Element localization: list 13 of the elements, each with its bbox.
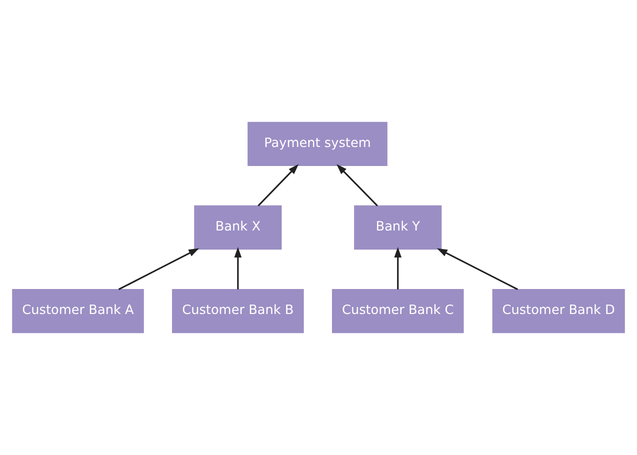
node-box: Customer Bank A: [12, 288, 144, 334]
node-box: Payment system: [248, 122, 388, 166]
node-box: Bank X: [194, 205, 282, 250]
arrow: [118, 248, 200, 290]
arrow: [258, 164, 299, 206]
arrow: [394, 247, 402, 290]
node-box: Bank Y: [354, 205, 442, 250]
node-box: Customer Bank D: [492, 288, 625, 334]
node-box: Customer Bank B: [172, 288, 304, 334]
node-box: Customer Bank C: [332, 288, 464, 334]
arrow: [234, 247, 242, 290]
arrow: [336, 164, 378, 206]
arrow: [436, 248, 518, 290]
